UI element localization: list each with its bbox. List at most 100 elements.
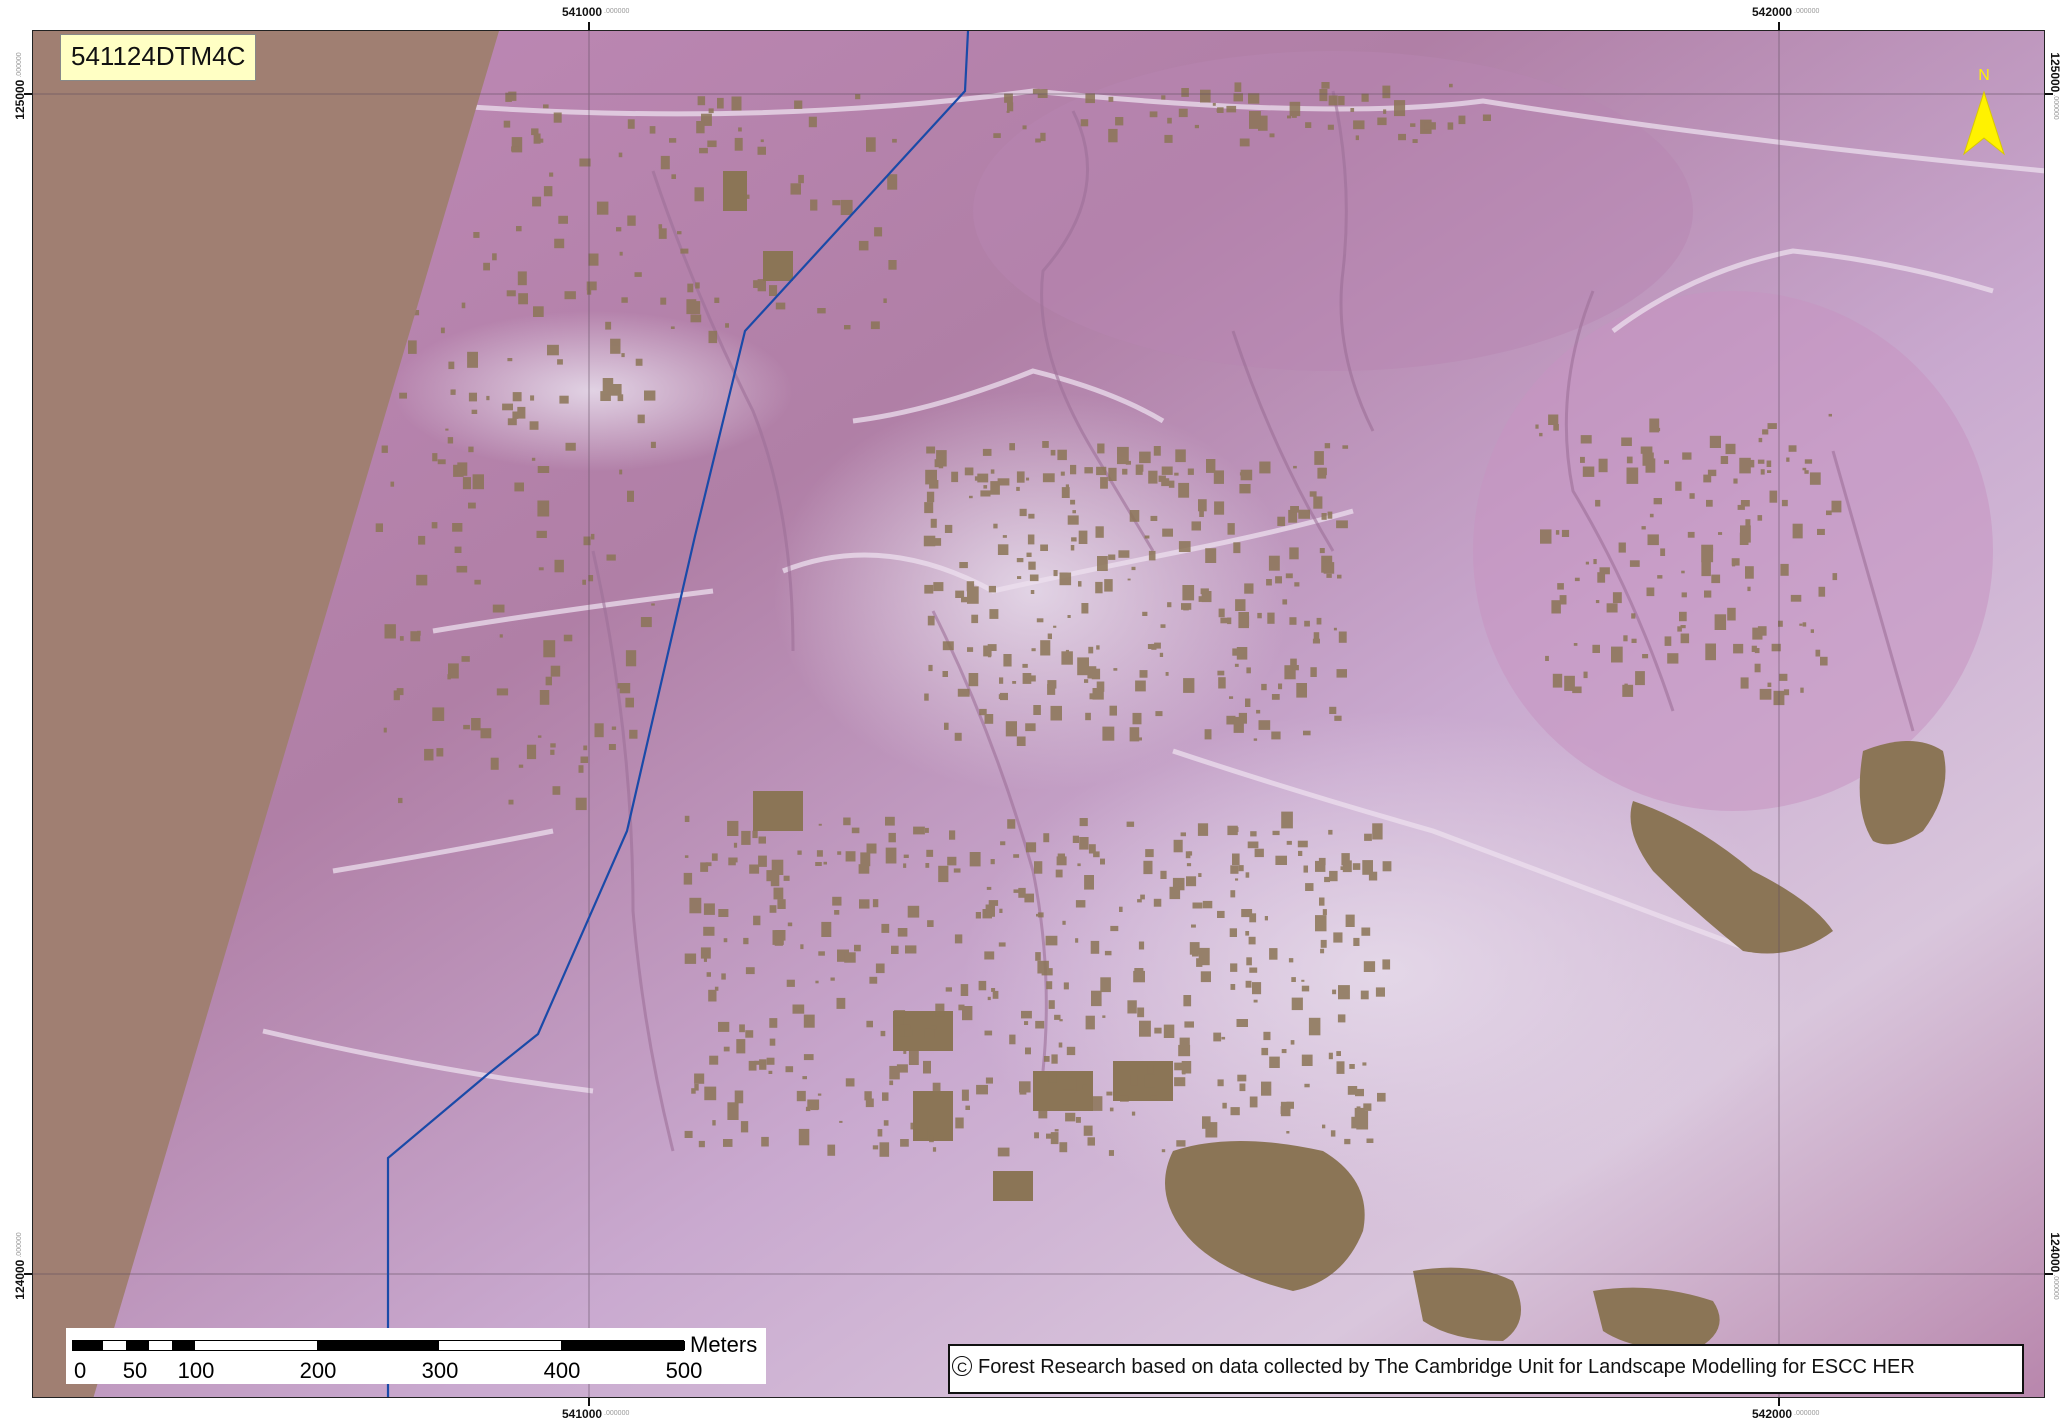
vegetation-patch [1733,643,1744,654]
vegetation-patch [1214,501,1225,515]
vegetation-patch [1084,679,1089,683]
vegetation-patch [1754,648,1760,654]
vegetation-patch [1027,534,1035,545]
vegetation-patch [1249,111,1261,129]
vegetation-patch [635,358,643,366]
vegetation-patch [1071,537,1077,542]
vegetation-patch [749,864,760,874]
vegetation-patch [1181,88,1189,97]
vegetation-patch [1580,435,1592,444]
vegetation-patch [1758,437,1763,443]
vegetation-patch [1597,572,1606,583]
vegetation-patch [953,868,961,873]
vegetation-patch [1137,899,1142,903]
vegetation-patch [687,283,694,293]
vegetation-patch [1040,132,1046,142]
vegetation-patch [872,899,879,908]
vegetation-patch [1061,651,1073,665]
vegetation-patch [893,1014,904,1026]
vegetation-patch [1424,122,1436,130]
vegetation-patch [627,215,636,226]
vegetation-patch [983,645,992,657]
vegetation-patch [708,989,717,1002]
vegetation-patch [1096,681,1105,692]
vegetation-patch [1147,1064,1154,1074]
vegetation-patch [1202,1116,1211,1129]
vegetation-patch [1353,120,1365,130]
vegetation-patch [969,852,981,867]
vegetation-patch [984,951,995,960]
vegetation-patch [1640,446,1653,454]
vegetation-patch [1336,669,1347,678]
vegetation-patch [1060,471,1065,476]
vegetation-patch [543,640,556,658]
vegetation-patch [396,688,404,696]
vegetation-patch [1217,1079,1224,1087]
vegetation-patch [1183,678,1195,693]
vegetation-patch [1167,117,1172,124]
vegetation-patch [1230,984,1236,990]
vegetation-patch [1056,856,1067,866]
vegetation-patch [1689,493,1695,499]
vegetation-patch [942,641,954,651]
vegetation-patch [1356,1110,1369,1130]
vegetation-patch [1349,1064,1355,1069]
vegetation-patch [817,308,826,314]
vegetation-patch [1681,592,1687,598]
vegetation-patch [1054,1014,1061,1020]
vegetation-patch [978,980,987,991]
vegetation-patch [1126,821,1135,827]
vegetation-patch [794,100,803,109]
vegetation-patch [531,457,536,461]
map-view[interactable] [32,30,2045,1398]
vegetation-patch [670,326,675,329]
vegetation-patch [547,344,559,356]
vegetation-patch [942,671,948,677]
vegetation-patch [1127,1000,1137,1014]
vegetation-patch [1261,1081,1272,1096]
vegetation-patch [770,873,780,887]
vegetation-patch [1626,467,1639,484]
vegetation-patch [1291,977,1296,982]
vegetation-patch [1682,452,1692,460]
vegetation-patch [1832,573,1838,581]
vegetation-patch [1309,491,1317,497]
vegetation-patch [1153,446,1161,456]
vegetation-patch [1135,680,1146,692]
vegetation-patch [1328,1052,1333,1060]
vegetation-patch [1301,979,1305,982]
vegetation-patch [602,378,614,395]
vegetation-patch [1085,712,1091,721]
vegetation-patch [383,727,387,733]
vegetation-patch [1143,860,1153,875]
vegetation-patch [1336,1051,1341,1056]
vegetation-patch [1382,85,1391,99]
vegetation-patch [436,748,444,757]
vegetation-patch [1230,1107,1240,1116]
grid-tick [588,1398,590,1406]
vegetation-patch [1664,460,1669,464]
vegetation-patch [1290,1040,1295,1045]
vegetation-patch [1178,108,1188,118]
vegetation-patch [1176,1140,1186,1147]
vegetation-patch [990,481,1000,495]
vegetation-patch [1140,894,1145,900]
vegetation-patch [1061,487,1070,498]
grid-tick [588,22,590,30]
vegetation-patch [1248,936,1256,945]
vegetation-patch [1018,887,1026,898]
vegetation-patch [1178,541,1191,552]
vegetation-patch [1745,519,1751,527]
vegetation-patch [1005,721,1017,737]
vegetation-patch [1022,673,1032,684]
vegetation-patch [754,1060,760,1065]
vegetation-patch [817,1093,822,1096]
vegetation-patch [1051,1054,1058,1064]
vegetation-patch [583,745,588,751]
vegetation-patch [1383,109,1387,114]
vegetation-patch [1043,833,1050,843]
vegetation-patch [1048,1073,1057,1083]
vegetation-patch [1557,583,1564,590]
vegetation-patch [503,120,511,128]
vegetation-patch [964,467,974,476]
